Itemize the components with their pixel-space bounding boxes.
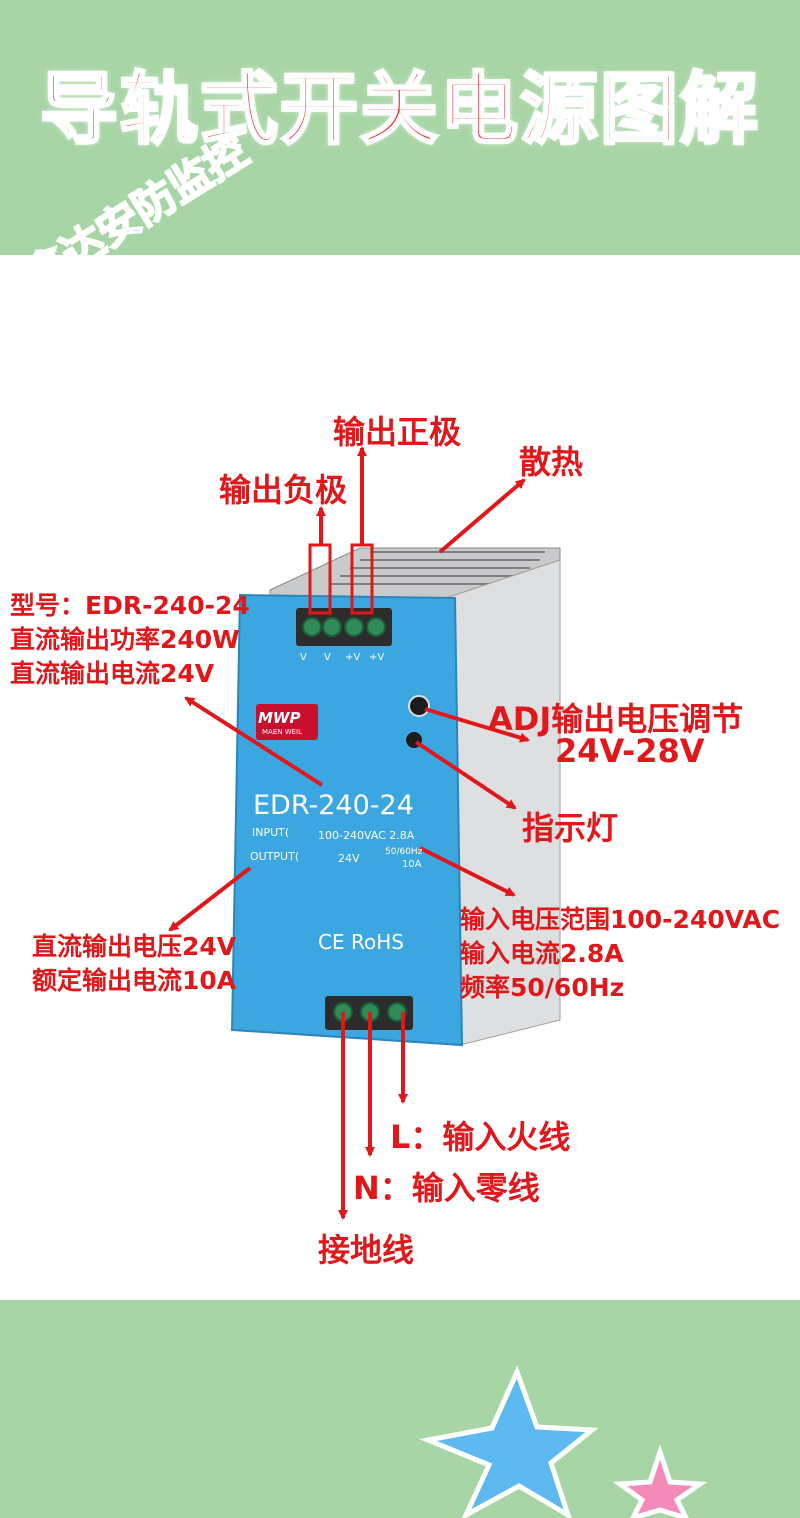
label-spec-line: 直流输出电流24V (10, 659, 215, 688)
label-output-negative: 输出负极 (219, 471, 348, 509)
brand-logo-text: MWP (258, 709, 301, 727)
label-input-line: 输入电压范围100-240VAC (460, 905, 781, 934)
star-pink (612, 1444, 708, 1518)
label-spec-line: 直流输出功率240W (10, 625, 240, 654)
arrow-input (419, 846, 516, 897)
brand-logo (256, 704, 318, 740)
label-adj: ADJ输出电压调节 (488, 700, 744, 738)
label-output-voltage-line: 额定输出电流10A (32, 966, 237, 995)
terminal-label-1: V (300, 652, 307, 663)
output-label: OUTPUT( (250, 850, 300, 863)
terminal-label-4: +V (369, 652, 385, 663)
label-input-line: 频率50/60Hz (460, 973, 625, 1002)
device-model: EDR-240-24 (253, 790, 414, 821)
arrow-spec (184, 696, 324, 787)
label-spec-line: 型号：EDR-240-24 (10, 591, 250, 620)
label-input-line: 输入电流2.8A (460, 939, 624, 968)
label-ground: 接地线 (318, 1231, 415, 1269)
arrow-output-voltage (168, 866, 252, 932)
label-output-positive: 输出正极 (333, 413, 462, 451)
arrow-heat (438, 478, 526, 554)
ce-rohs-mark: CE RoHS (318, 930, 404, 954)
brand-sub-text: MAEN WEIL (262, 728, 303, 736)
freq-value: 50/60Hz (385, 847, 423, 857)
label-indicator: 指示灯 (522, 809, 619, 847)
label-output-voltage-block: 直流输出电压24V 额定输出电流10A (32, 930, 236, 998)
label-heat: 散热 (519, 443, 584, 481)
arrow-indicator (414, 740, 517, 810)
adj-knob (408, 695, 430, 717)
label-live: L：输入火线 (390, 1118, 571, 1156)
output-current: 10A (402, 859, 422, 870)
terminal-label-2: V (324, 652, 331, 663)
input-label: INPUT( (252, 826, 290, 839)
arrow-adj (424, 707, 530, 743)
terminal-label-3: +V (345, 652, 361, 663)
label-adj-range: 24V-28V (555, 732, 705, 770)
label-input-block: 输入电压范围100-240VAC 输入电流2.8A 频率50/60Hz (460, 903, 780, 1005)
label-neutral: N：输入零线 (353, 1169, 540, 1207)
label-spec-block: 型号：EDR-240-24 直流输出功率240W 直流输出电流24V (10, 589, 250, 691)
label-output-voltage-line: 直流输出电压24V (32, 932, 237, 961)
star-blue (419, 1365, 599, 1518)
output-value: 24V (338, 852, 360, 865)
page-title: 导轨式开关电源图解 (38, 64, 760, 157)
input-value: 100-240VAC 2.8A (318, 829, 415, 842)
